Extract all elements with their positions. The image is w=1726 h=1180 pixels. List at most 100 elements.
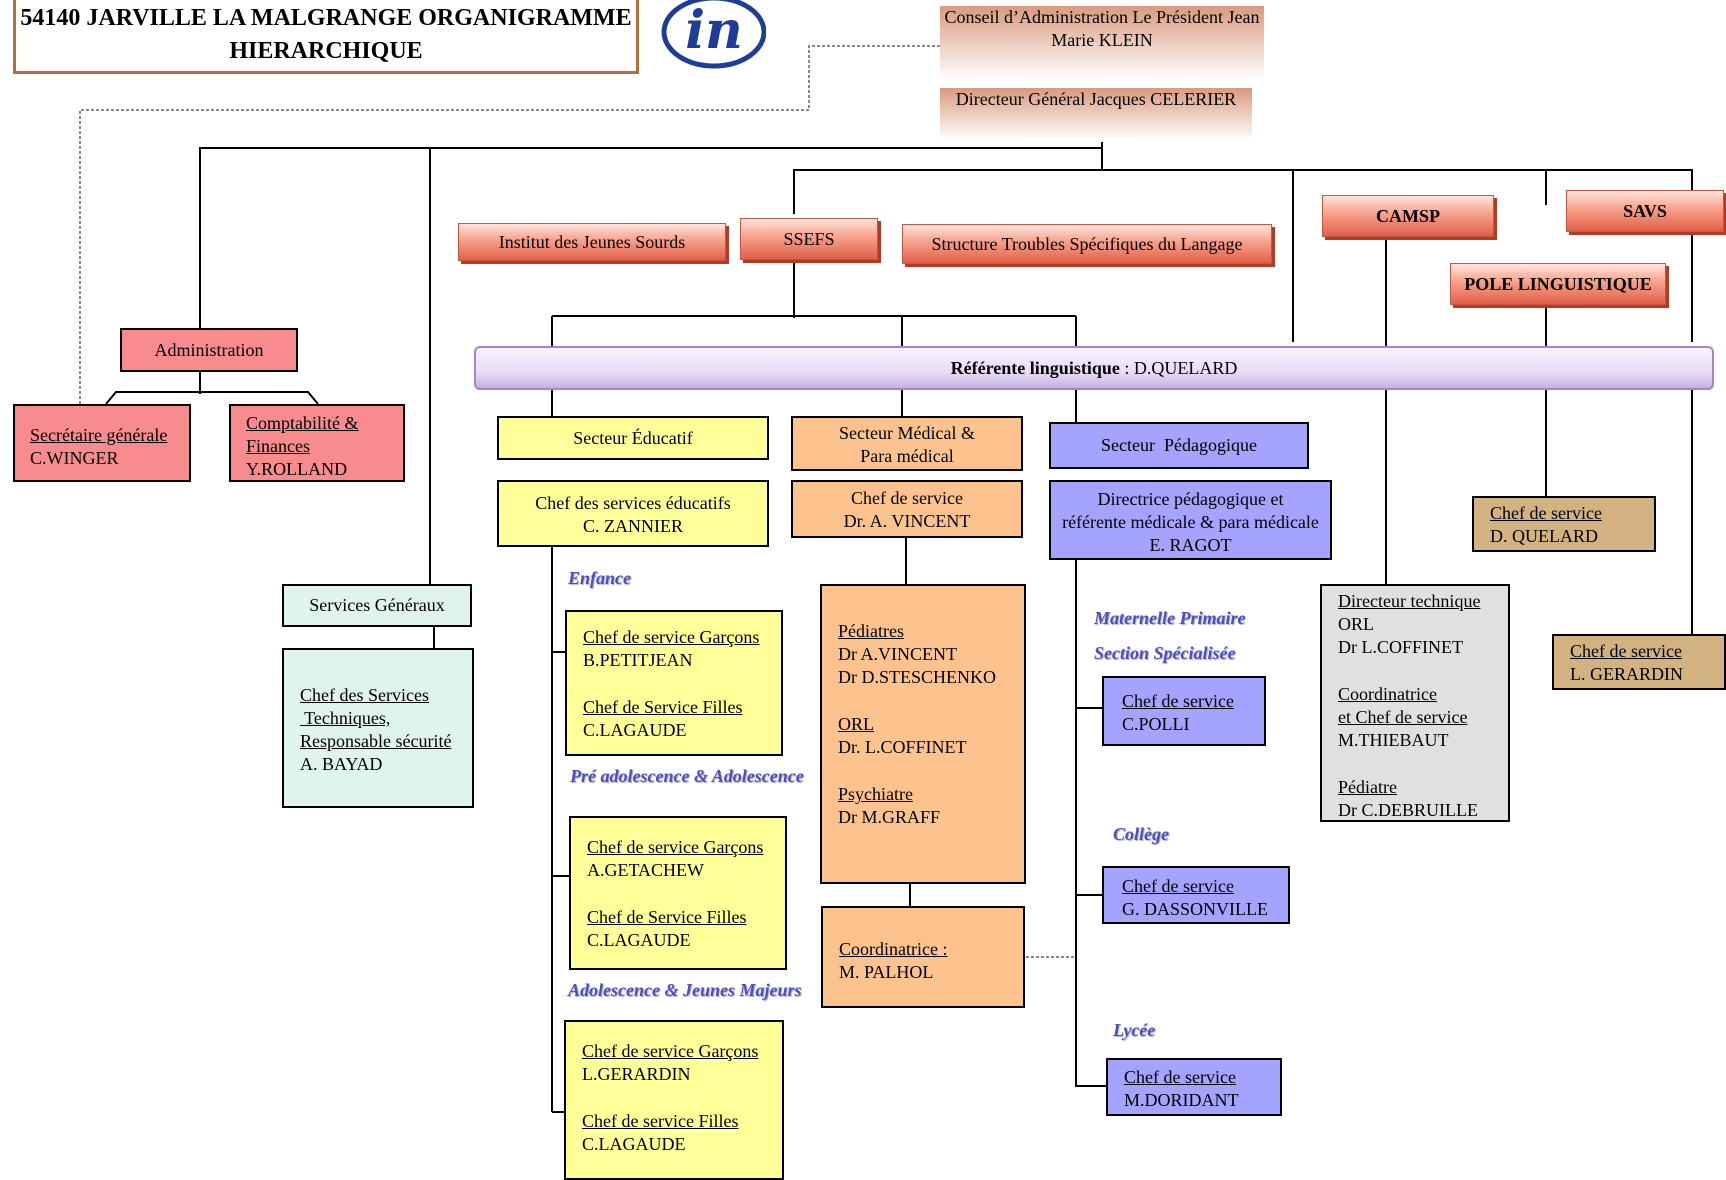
director-box: Directeur Général Jacques CELERIER	[940, 88, 1252, 140]
title-line-1: 54140 JARVILLE LA MALGRANGE	[20, 5, 413, 31]
secteur-educatif-box: Secteur Éducatif	[497, 416, 769, 460]
section-label-maternelle: Maternelle Primaire	[1094, 608, 1246, 628]
pole-role: Chef de service	[1490, 503, 1602, 523]
title-line-2: ORGANIGRAMME HIERARCHIQUE	[229, 5, 632, 64]
director-line-2: Jacques CELERIER	[1089, 89, 1237, 109]
administration-box: Administration	[120, 328, 298, 372]
section-label-college: Collège	[1113, 824, 1169, 844]
director-line-1: Directeur Général	[955, 89, 1086, 109]
enfance-filles-name: C.LAGAUDE	[583, 720, 687, 740]
sg-role-2: Techniques,	[300, 708, 391, 728]
medical-title-2: Para médical	[860, 446, 954, 466]
institution-stsl: Structure Troubles Spécifiques du Langag…	[902, 224, 1272, 264]
savs-role: Chef de service	[1570, 641, 1682, 661]
medical-chef-line-2: Dr. A. VINCENT	[843, 511, 971, 531]
lycee-box: Chef de service M.DORIDANT	[1106, 1058, 1282, 1116]
orl-name: Dr. L.COFFINET	[838, 737, 967, 757]
savs-chef-box: Chef de service L. GERARDIN	[1552, 634, 1726, 690]
institution-ssefs: SSEFS	[740, 218, 878, 260]
section-label-adolescence-jeunes-majeurs: Adolescence & Jeunes Majeurs	[568, 980, 802, 1000]
compta-role-2: Finances	[246, 436, 310, 456]
institution-savs-label: SAVS	[1623, 201, 1667, 221]
college-role: Chef de service	[1122, 876, 1234, 896]
section-label-pre-adolescence: Pré adolescence & Adolescence	[570, 764, 804, 788]
medical-title-1: Secteur Médical &	[839, 423, 975, 443]
lycee-name: M.DORIDANT	[1124, 1090, 1239, 1110]
pedagogique-dir-3: E. RAGOT	[1149, 535, 1232, 555]
secretaire-box: Secrétaire générale C.WINGER	[13, 404, 191, 482]
section-label-lycee: Lycée	[1113, 1020, 1156, 1040]
pedagogique-title: Secteur Pédagogique	[1101, 435, 1257, 455]
pre-ado-label-1: Pré adolescence &	[570, 766, 708, 786]
enfance-garcons-name: B.PETITJEAN	[583, 650, 693, 670]
secteur-medical-box: Secteur Médical & Para médical	[791, 416, 1023, 471]
compta-role-1: Comptabilité &	[246, 413, 359, 433]
secteur-pedagogique-box: Secteur Pédagogique	[1049, 422, 1309, 469]
pre-ado-filles-role: Chef de Service Filles	[587, 907, 747, 927]
camsp-dt-1: ORL	[1338, 614, 1374, 634]
services-generaux-box: Services Généraux	[282, 584, 472, 627]
ajm-filles-name: C.LAGAUDE	[582, 1134, 686, 1154]
compta-name: Y.ROLLAND	[246, 459, 348, 479]
orl-role: ORL	[838, 714, 874, 734]
pole-linguistique-chef-box: Chef de service D. QUELARD	[1472, 496, 1656, 552]
organisation-logo: in	[661, 0, 766, 69]
institution-ijs: Institut des Jeunes Sourds	[458, 223, 726, 261]
pole-name: D. QUELARD	[1490, 526, 1598, 546]
pediatres-role: Pédiatres	[838, 621, 904, 641]
board-line-3: Jean Marie KLEIN	[1051, 7, 1260, 50]
services-generaux-title: Services Généraux	[309, 595, 445, 615]
institution-camsp-label: CAMSP	[1376, 206, 1440, 226]
savs-name: L. GERARDIN	[1570, 664, 1683, 684]
administration-title: Administration	[154, 340, 264, 360]
maternelle-role: Chef de service	[1122, 691, 1234, 711]
medical-coord-name: M. PALHOL	[839, 962, 934, 982]
educatif-chef-line-2: C. ZANNIER	[583, 516, 683, 536]
pre-ado-label-2: Adolescence	[711, 766, 804, 786]
section-label-specialisee: Section Spécialisée	[1094, 643, 1236, 663]
sg-role-1: Chef des Services	[300, 685, 429, 705]
board-line-1: Conseil d’Administration	[944, 7, 1129, 27]
pre-ado-filles-name: C.LAGAUDE	[587, 930, 691, 950]
pre-ado-garcons-name: A.GETACHEW	[587, 860, 705, 880]
referente-linguistique-bar: Référente linguistique : D.QUELARD	[474, 346, 1714, 390]
referente-label: Référente linguistique	[950, 358, 1120, 378]
secretaire-role: Secrétaire générale	[30, 425, 168, 445]
lycee-role: Chef de service	[1124, 1067, 1236, 1087]
chef-services-educatifs-box: Chef des services éducatifs C. ZANNIER	[497, 480, 769, 547]
pediatres-name-1: Dr A.VINCENT	[838, 644, 957, 664]
institution-camsp: CAMSP	[1322, 195, 1494, 237]
college-name: G. DASSONVILLE	[1122, 899, 1268, 919]
medical-coord-role: Coordinatrice :	[839, 939, 948, 959]
psychiatre-role: Psychiatre	[838, 784, 913, 804]
pediatres-name-2: Dr D.STESCHENKO	[838, 667, 997, 687]
page-title: 54140 JARVILLE LA MALGRANGE ORGANIGRAMME…	[13, 0, 639, 74]
chef-service-medical-box: Chef de service Dr. A. VINCENT	[791, 480, 1023, 538]
camsp-pediatre-name: Dr C.DEBRUILLE	[1338, 800, 1478, 820]
board-box: Conseil d’Administration Le Président Je…	[940, 6, 1264, 80]
sg-name: A. BAYAD	[300, 754, 383, 774]
adolescence-jeunes-majeurs-box: Chef de service Garçons L.GERARDIN Chef …	[564, 1020, 784, 1180]
institution-pole-label: POLE LINGUISTIQUE	[1464, 274, 1652, 294]
institution-pole-linguistique: POLE LINGUISTIQUE	[1450, 263, 1666, 305]
referente-value: : D.QUELARD	[1119, 358, 1238, 378]
camsp-staff-box: Directeur technique ORL Dr L.COFFINET Co…	[1320, 584, 1510, 822]
chef-services-techniques-box: Chef des Services Techniques, Responsabl…	[282, 648, 474, 808]
institution-savs: SAVS	[1566, 190, 1724, 232]
camsp-coord-role-2: et Chef de service	[1338, 707, 1468, 727]
maternelle-name: C.POLLI	[1122, 714, 1190, 734]
college-box: Chef de service G. DASSONVILLE	[1102, 866, 1290, 924]
medical-staff-box: Pédiatres Dr A.VINCENT Dr D.STESCHENKO O…	[820, 584, 1026, 884]
enfance-box: Chef de service Garçons B.PETITJEAN Chef…	[565, 610, 783, 756]
pedagogique-dir-2: référente médicale & para médicale	[1062, 512, 1319, 532]
ajm-garcons-role: Chef de service Garçons	[582, 1041, 759, 1061]
ajm-garcons-name: L.GERARDIN	[582, 1064, 691, 1084]
enfance-filles-role: Chef de Service Filles	[583, 697, 743, 717]
board-line-2: Le Président	[1132, 7, 1223, 27]
comptabilite-box: Comptabilité & Finances Y.ROLLAND	[229, 404, 405, 482]
secteur-educatif-title: Secteur Éducatif	[573, 428, 693, 448]
institution-stsl-label: Structure Troubles Spécifiques du Langag…	[931, 234, 1243, 254]
directrice-pedagogique-box: Directrice pédagogique et référente médi…	[1049, 480, 1332, 560]
camsp-dt-2: Dr L.COFFINET	[1338, 637, 1463, 657]
